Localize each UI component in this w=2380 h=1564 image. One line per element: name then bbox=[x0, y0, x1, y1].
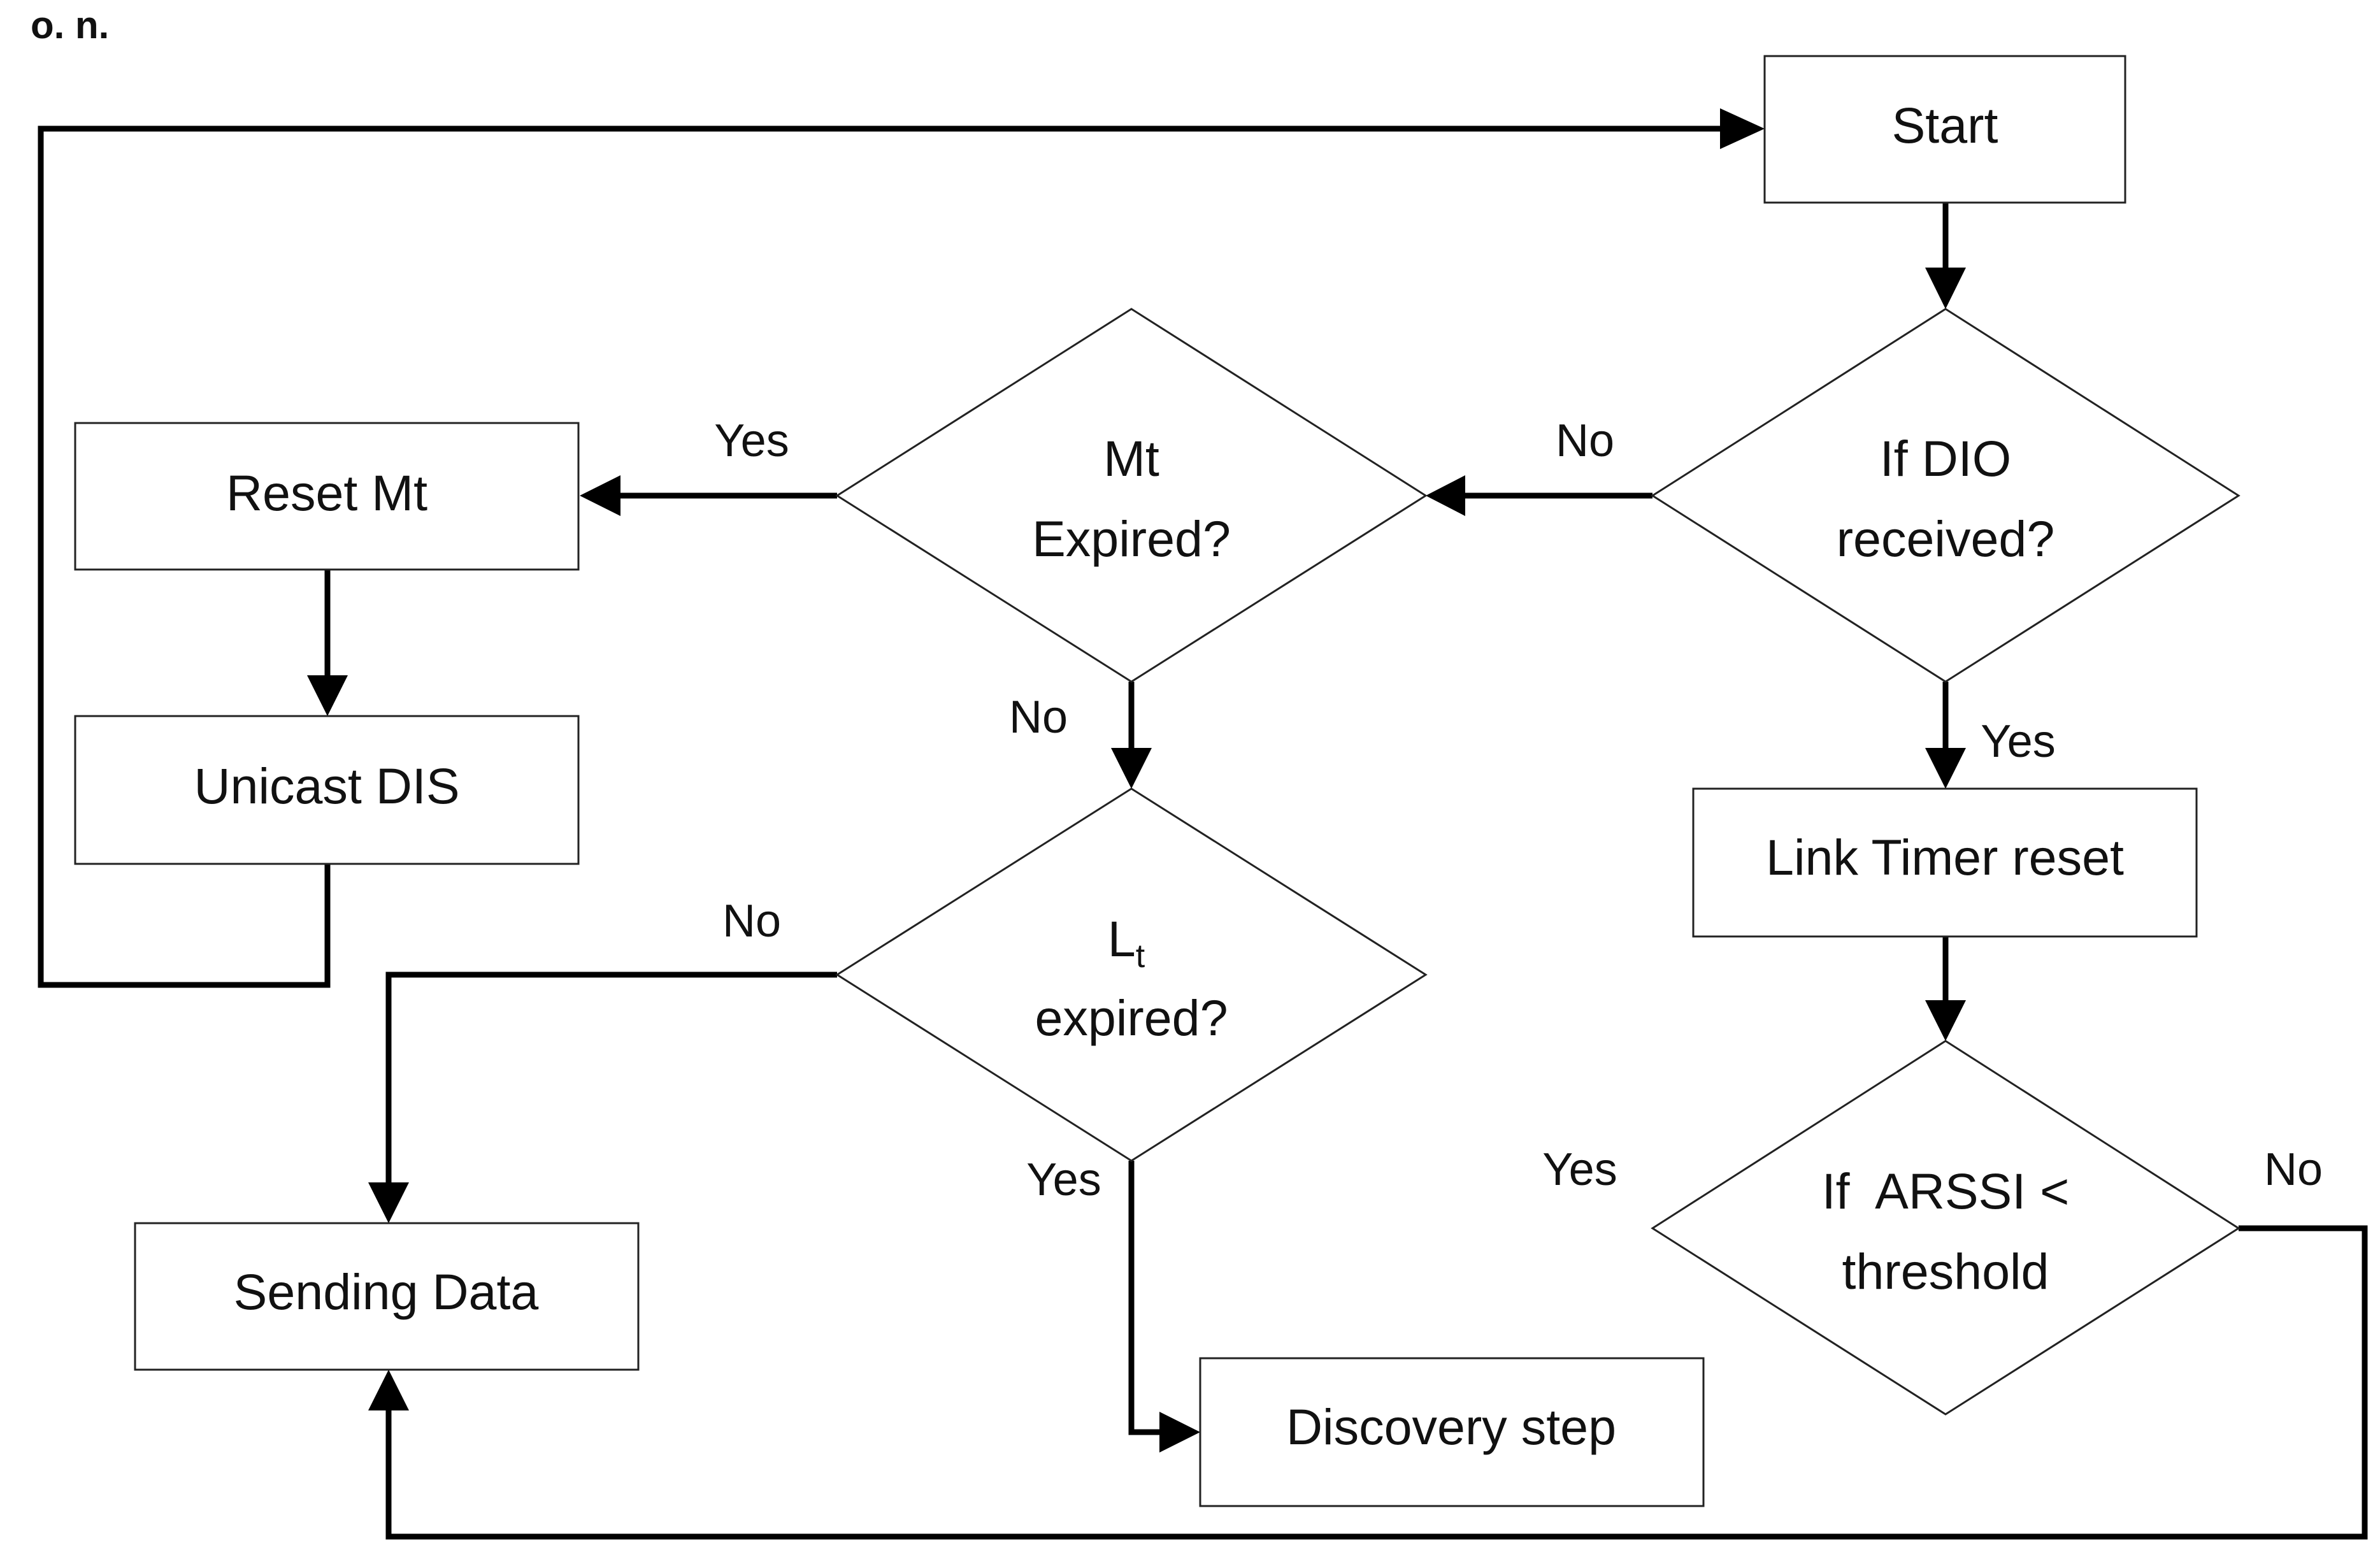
node-unicast-dis-label: Unicast DIS bbox=[194, 757, 459, 814]
node-if-arssi-threshold: If ARSSI < threshold bbox=[1651, 1040, 2240, 1416]
arrowhead-unicast bbox=[307, 675, 348, 716]
node-lt-main: L bbox=[1108, 910, 1136, 967]
edge-label-dio-yes: Yes bbox=[1981, 716, 2055, 767]
node-sending-data: Sending Data bbox=[134, 1222, 640, 1371]
arrowhead-mt bbox=[1426, 475, 1465, 516]
edge-label-arssi-yes: Yes bbox=[1542, 1144, 1617, 1195]
edge-label-dio-no: No bbox=[1556, 415, 1614, 466]
connector-lt-yes bbox=[1128, 1161, 1159, 1435]
node-start: Start bbox=[1763, 55, 2126, 204]
arrowhead-start bbox=[1720, 108, 1765, 149]
arrowhead-lt bbox=[1111, 748, 1152, 789]
connector-unicast-to-start bbox=[38, 126, 1720, 988]
node-mt-line1: Mt bbox=[1103, 430, 1159, 487]
cropped-header-fragment: o. n. bbox=[31, 4, 109, 47]
node-discovery-step: Discovery step bbox=[1199, 1357, 1705, 1507]
node-arssi-line1: If ARSSI < bbox=[1822, 1163, 2070, 1219]
edge-label-mt-yes: Yes bbox=[714, 415, 789, 466]
edge-label-lt-yes: Yes bbox=[1026, 1154, 1101, 1205]
node-start-label: Start bbox=[1892, 97, 1998, 154]
node-link-timer-reset: Link Timer reset bbox=[1692, 787, 2198, 938]
connector-lt-no bbox=[385, 972, 837, 1182]
node-unicast-dis: Unicast DIS bbox=[74, 715, 580, 865]
arrowhead-reset bbox=[580, 475, 620, 516]
node-reset-mt: Reset Mt bbox=[74, 422, 580, 571]
node-lt-expired: Lt expired? bbox=[835, 787, 1428, 1162]
arrowhead-sending bbox=[368, 1182, 409, 1223]
arrowhead-dio bbox=[1925, 268, 1966, 309]
node-lt-line2: expired? bbox=[1035, 989, 1228, 1046]
node-if-dio-line1: If DIO bbox=[1880, 430, 2011, 487]
connector-arssi-no bbox=[385, 1225, 2368, 1540]
node-sending-data-label: Sending Data bbox=[234, 1263, 539, 1320]
node-lt-subscript: t bbox=[1136, 938, 1145, 975]
node-arssi-line2: threshold bbox=[1842, 1243, 2049, 1300]
edge-label-arssi-no: No bbox=[2264, 1144, 2323, 1195]
node-link-timer-label: Link Timer reset bbox=[1766, 829, 2124, 886]
node-lt-line1: Lt bbox=[1108, 910, 1145, 975]
edge-label-lt-no: No bbox=[722, 896, 781, 947]
node-reset-mt-label: Reset Mt bbox=[226, 464, 427, 521]
arrowhead-link bbox=[1925, 748, 1966, 789]
node-if-dio-line2: received? bbox=[1837, 510, 2055, 567]
arrowhead-discovery bbox=[1159, 1412, 1200, 1453]
arrowhead-sending-bottom bbox=[368, 1370, 409, 1410]
node-if-dio-received: If DIO received? bbox=[1651, 308, 2240, 683]
node-mt-expired: Mt Expired? bbox=[835, 308, 1428, 683]
edge-label-mt-no: No bbox=[1009, 692, 1068, 743]
node-mt-line2: Expired? bbox=[1032, 510, 1231, 567]
arrowhead-arssi bbox=[1925, 1000, 1966, 1041]
node-discovery-label: Discovery step bbox=[1286, 1398, 1616, 1455]
